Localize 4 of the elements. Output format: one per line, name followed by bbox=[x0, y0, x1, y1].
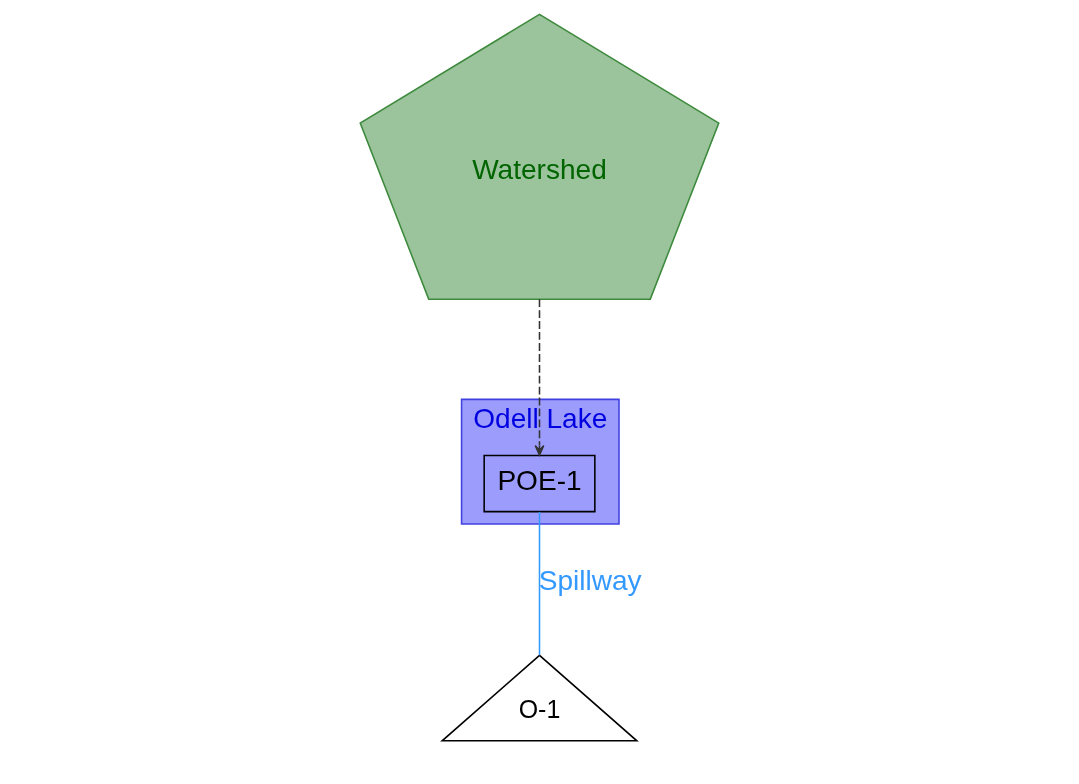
connector bbox=[538, 511, 541, 656]
edge-label: Spillway bbox=[538, 565, 642, 597]
node-box: POE-1 bbox=[483, 454, 596, 513]
arrow bbox=[534, 298, 545, 456]
